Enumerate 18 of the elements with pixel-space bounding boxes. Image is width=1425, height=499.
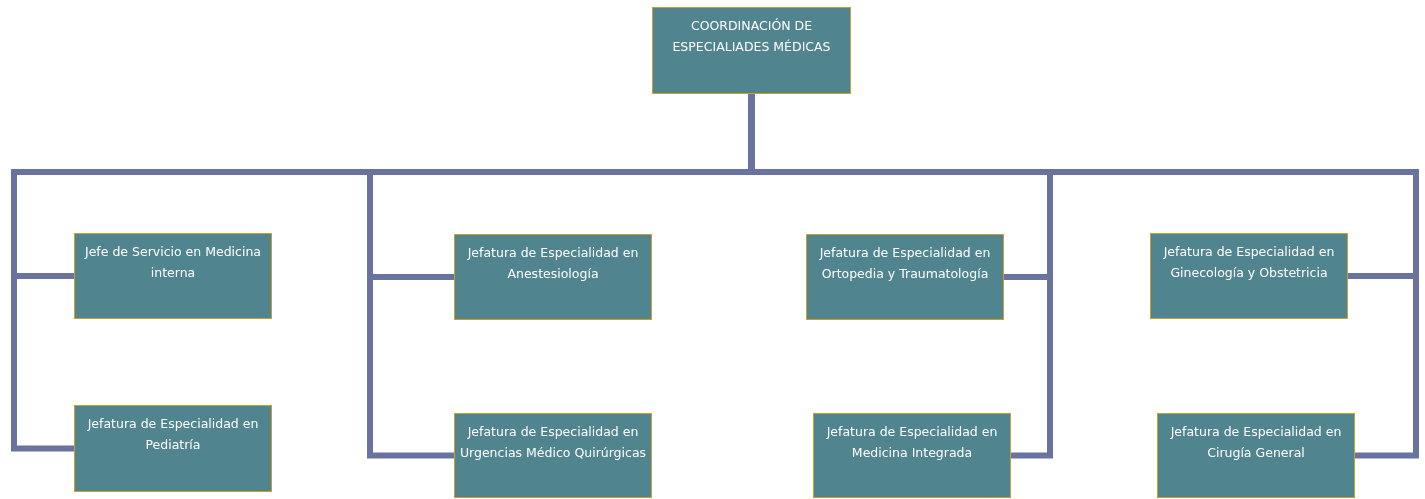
box-label: Jefatura de Especialidad en Medicina Integrada: [825, 423, 999, 462]
box-label: COORDINACIÓN DE ESPECIALIADES MÉDICAS: [671, 17, 832, 56]
org-box: [1157, 413, 1355, 498]
box-label: Jefatura de Especialidad en Ortopedia y Traumatología: [818, 244, 992, 283]
box-label: Jefatura de Especialidad en Anestesiología: [466, 244, 640, 283]
box-label: Jefatura de Especialidad en Ginecología y Obstetricia: [1162, 243, 1336, 282]
org-box: [1150, 233, 1348, 319]
org-box: [652, 7, 851, 94]
box-label: Jefatura de Especialidad en Pediatría: [86, 415, 260, 454]
org-box: [813, 413, 1011, 498]
org-box: [74, 233, 272, 319]
box-label: Jefatura de Especialidad en Cirugía General: [1169, 423, 1343, 462]
org-box: [454, 413, 652, 498]
box-label: Jefe de Servicio en Medicina interna: [83, 243, 262, 282]
org-box: [454, 234, 652, 320]
org-box: [74, 405, 272, 492]
box-label: Jefatura de Especialidad en Urgencias Médico Quirúrgicas: [458, 423, 648, 462]
org-box: [806, 234, 1004, 320]
